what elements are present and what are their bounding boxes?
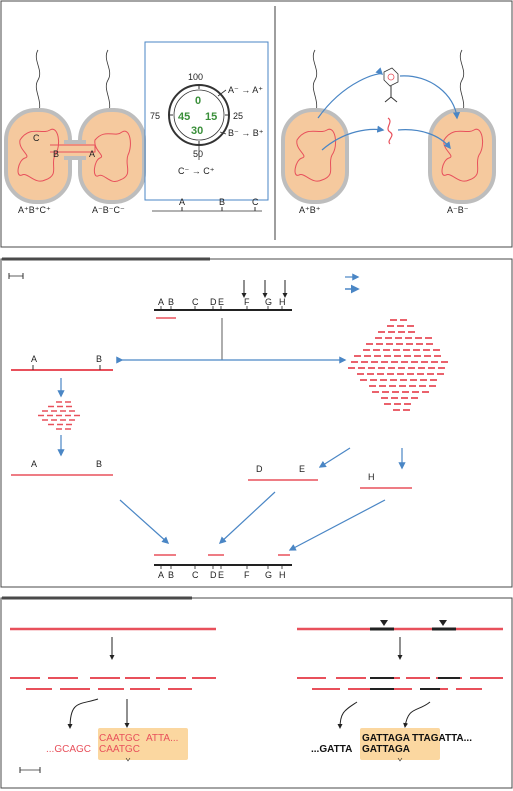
overlap-highlight-right [360,728,440,760]
clock-right-label: 25 [233,111,243,121]
left-top-suffix: ATTA... [146,733,178,744]
left-cell [4,108,72,204]
clone-de-label-d: D [256,464,263,474]
right-cell-dna [93,130,131,182]
right-top-overlap: GATTAGA [362,733,410,744]
map-label-d: D [210,297,217,307]
map-label-g: G [265,297,272,307]
map-label-c: C [192,570,199,580]
recipient-genotype: A⁻B⁻ [447,205,469,215]
map-label-e: E [218,297,224,307]
small-fragment-cloud [38,401,80,430]
clone-ab2-label-a: A [31,459,37,469]
top-panel-frame [0,0,513,248]
right-cell-flagellum [105,49,111,116]
right-bottom-prefix: ...GATTA [311,744,352,755]
clone-ab2-label-b: B [96,459,102,469]
shotgun-left: CAATGC ATTA... ...GCAGC CAATGC [10,627,216,762]
transfer-b: B⁻ → B⁺ [228,128,264,138]
clone-h: H [360,472,412,489]
gene-label-b: B [53,149,59,159]
left-bottom-prefix: ...GCAGC [46,744,91,755]
clock-left-label: 75 [150,111,160,121]
clone-de-label-e: E [299,464,305,474]
clock-inner-30: 30 [191,125,203,137]
map-label-h: H [279,570,286,580]
transfer-c: C⁻ → C⁺ [178,166,215,176]
map-label-b: B [219,197,225,207]
large-fragment-cloud [348,319,448,411]
right-cell-genotype: A⁻B⁻C⁻ [92,205,125,215]
right-bottom-overlap: GATTAGA [362,744,410,755]
map-label-c: C [252,197,259,207]
map-label-b: B [168,570,174,580]
donor-cell [281,108,349,204]
map-label-f: F [244,570,250,580]
transferred-dna [50,144,96,153]
clock-top-label: 100 [188,72,203,82]
middle-panel-frame [0,258,513,588]
clock-inner-0: 0 [195,95,201,107]
recipient-cell [428,108,496,204]
left-cell-flagellum [35,49,41,116]
clock-inner-45: 45 [178,111,190,123]
map-label-f: F [244,297,250,307]
map-label-a: A [158,297,164,307]
conjugation-cells: C B A A⁺B⁺C⁺ A⁻B⁻C⁻ [4,49,146,215]
phage-head [383,67,399,87]
clone-de: D E [248,464,318,481]
free-dna [387,117,393,145]
clock-bottom-label: 50 [193,149,203,159]
clone-ab-label-a: A [31,354,37,364]
timer-box-frame [144,41,269,201]
gene-label-a: A [89,149,95,159]
map-label-a: A [158,570,164,580]
map-label-h: H [279,297,286,307]
map-label-b: B [168,297,174,307]
left-top-overlap: CAATGC [99,733,140,744]
clone-ab-label-b: B [96,354,102,364]
donor-genotype: A⁺B⁺ [299,205,321,215]
overlap-highlight-left [98,728,188,760]
shotgun-right: GATTAGA TTAGATTA... ...GATTA GATTAGA [297,620,503,762]
transduction: A⁺B⁺ A⁻B⁻ [281,49,496,215]
clone-h-label: H [368,472,375,482]
map-label-c: C [192,297,199,307]
clock-inner-15: 15 [205,111,217,123]
gene-label-c: C [33,133,40,143]
transfer-a: A⁻ → A⁺ [228,85,263,95]
map-label-a: A [179,197,185,207]
bottom-panel-frame [0,597,513,789]
map-label-g: G [265,570,272,580]
right-top-suffix: TTAGATTA... [412,733,472,744]
map-label-e: E [218,570,224,580]
map-label-d: D [210,570,217,580]
clone-ab-top: A B [11,354,113,371]
left-cell-dna [17,128,60,182]
left-cell-genotype: A⁺B⁺C⁺ [18,205,51,215]
left-bottom-overlap: CAATGC [99,744,140,755]
clone-ab-bottom: A B [11,459,113,476]
timer-box: 100 75 25 50 0 45 15 30 A⁻ → A⁺ B⁻ → B⁺ … [144,41,269,212]
